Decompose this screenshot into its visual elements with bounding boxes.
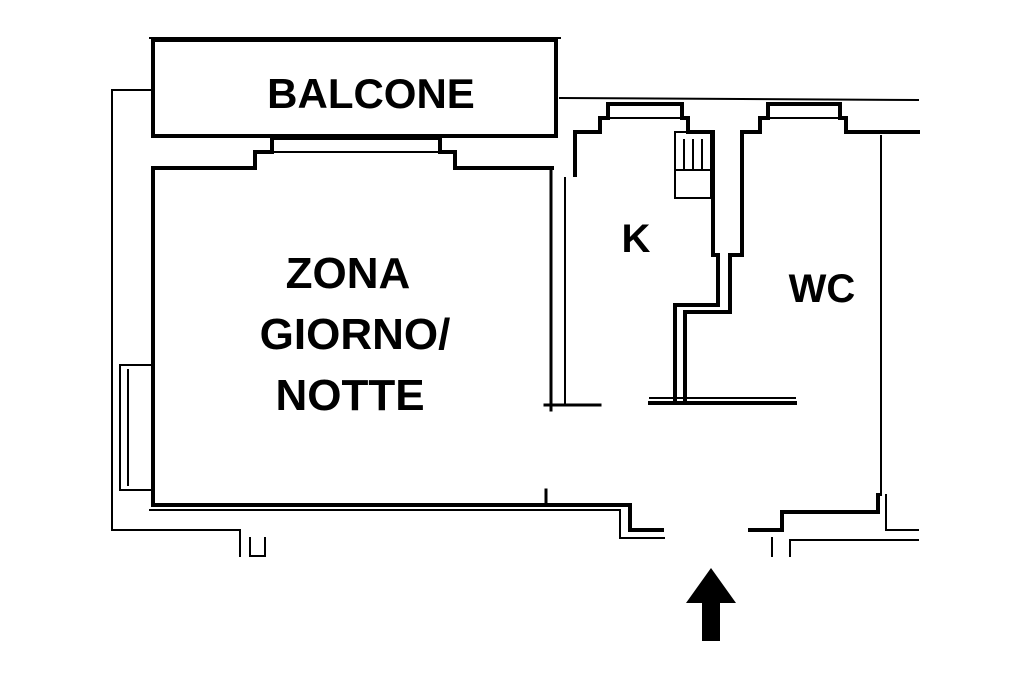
room-label-zona-line-1: ZONA (286, 249, 411, 298)
room-label-balcone: BALCONE (267, 70, 475, 117)
room-label-zona-line-2: GIORNO/ (260, 310, 451, 359)
kitchen-walls (558, 96, 920, 405)
room-label-zona-line-3: NOTTE (275, 371, 424, 420)
living-zone-walls (111, 89, 665, 557)
room-label-wc: WC (789, 267, 856, 311)
room-label-kitchen: K (622, 217, 651, 261)
partition-wall (543, 166, 602, 412)
wc-walls (740, 102, 920, 557)
arrow-up-icon (686, 568, 736, 641)
